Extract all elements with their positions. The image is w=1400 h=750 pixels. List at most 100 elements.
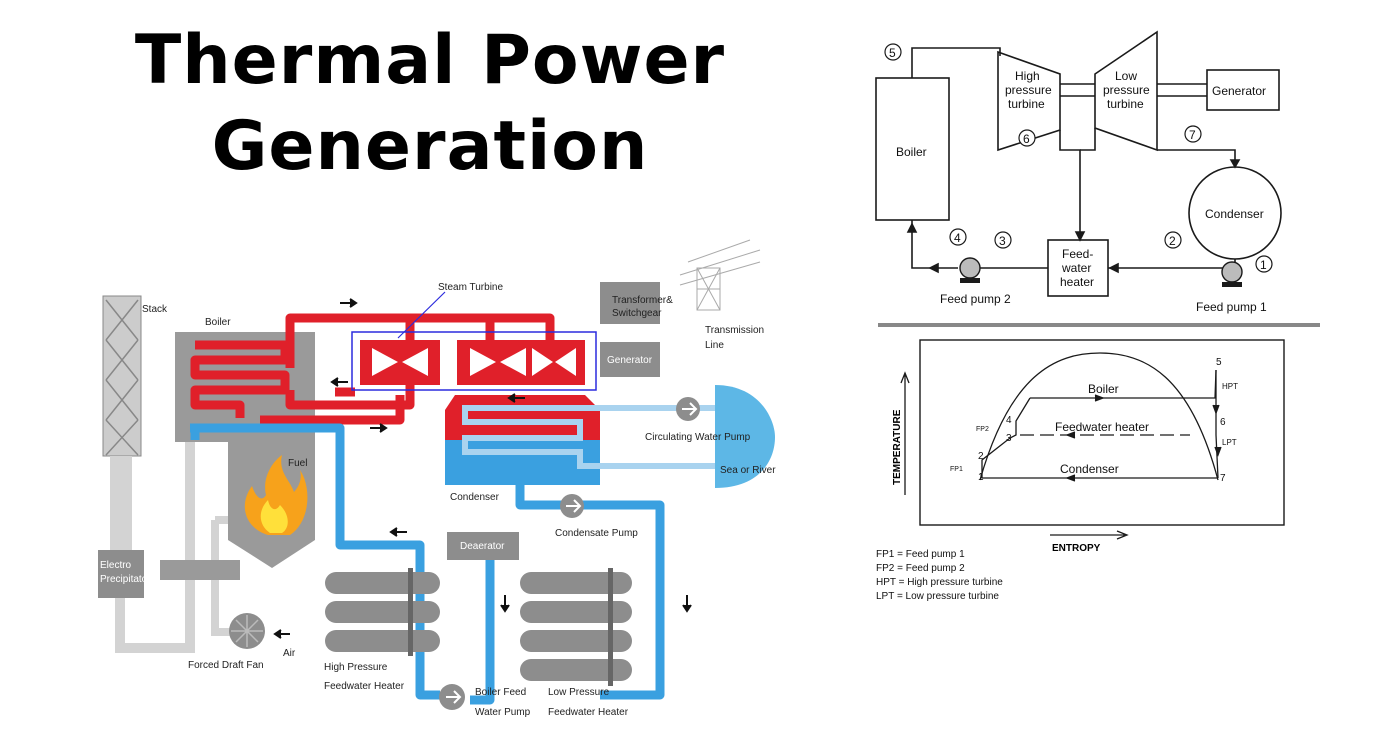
cycle-fp2-label: Feed pump 2 [940,292,1011,306]
state-5: 5 [889,46,896,60]
water-lines [190,423,665,705]
flame-icon [244,455,308,535]
ts-condenser-label: Condenser [1060,462,1119,476]
hp-feedwater-heater [325,568,440,656]
ts-diagram: TEMPERATURE ENTROPY Boiler Feedwater hea… [876,339,1285,602]
label-lp-heater-1: Low Pressure [548,687,610,698]
section-divider [878,323,1320,327]
pump-path [981,397,1031,478]
label-air: Air [283,648,296,659]
state-7: 7 [1189,128,1196,142]
cycle-fwh-3: heater [1060,275,1094,289]
ts-p1: 1 [978,472,984,483]
steam-turbine [360,340,585,385]
ts-p7: 7 [1220,473,1226,484]
legend-lpt: LPT = Low pressure turbine [876,591,999,602]
state-4: 4 [954,231,961,245]
label-sea-river: Sea or River [720,465,776,476]
legend-hpt: HPT = High pressure turbine [876,577,1003,588]
label-electro-1: Electro [100,560,132,571]
label-condensate-pump: Condensate Pump [555,528,638,539]
cycle-lpt-3: turbine [1107,97,1144,111]
label-transformer-2: Switchgear [612,308,662,319]
ts-x-axis-label: ENTROPY [1052,543,1101,554]
state-2: 2 [1169,234,1176,248]
ts-p4: 4 [1006,415,1012,426]
flame-core [260,500,288,533]
ts-p3: 3 [1006,433,1012,444]
label-condenser: Condenser [450,492,500,503]
label-electro-2: Precipitator [100,574,151,585]
label-steam-turbine: Steam Turbine [438,282,503,293]
label-hp-heater-2: Feedwater Heater [324,681,405,692]
condenser-coils [462,405,720,469]
cycle-generator [1206,69,1280,111]
transmission-tower [679,239,761,311]
fan-blades [231,615,263,647]
ts-fp1: FP1 [950,466,963,473]
feed-pump-2-icon [959,257,981,279]
turbine-highlight-box [351,331,597,391]
electro-precipitator [98,550,144,598]
page-title: Thermal Power Generation [60,18,800,190]
label-circulating-pump: Circulating Water Pump [645,432,751,443]
cycle-boiler [875,77,950,221]
state-markers [884,43,1273,273]
cycle-fp1-label: Feed pump 1 [1196,300,1267,314]
transformer-box [600,282,660,324]
label-generator: Generator [607,355,653,366]
state-6: 6 [1023,132,1030,146]
ts-boiler-label: Boiler [1088,382,1119,396]
ts-p6: 6 [1220,417,1226,428]
saturation-dome [979,352,1219,481]
cycle-fwh-1: Feed- [1062,247,1093,261]
cycle-fwh-2: water [1061,261,1091,275]
condenser-top [445,395,600,440]
label-stack: Stack [142,304,168,315]
label-lp-heater-2: Feedwater Heater [548,707,629,718]
stack-base [110,456,132,556]
label-bfp-1: Boiler Feed [475,687,526,698]
cycle-condenser-label: Condenser [1205,207,1264,221]
label-boiler: Boiler [205,317,231,328]
ts-y-axis-label: TEMPERATURE [892,409,903,485]
flow-arrows [273,298,692,639]
ts-frame [919,339,1285,526]
cycle-schematic: 5 6 7 4 3 2 1 Boiler High pressure turbi… [875,30,1282,314]
cycle-lpt-1: Low [1115,69,1137,83]
lp-feedwater-heater [520,568,632,686]
cycle-hpt-1: High [1015,69,1040,83]
flue-duct [115,440,195,653]
legend-fp1: FP1 = Feed pump 1 [876,549,965,560]
cycle-lpt-2: pressure [1103,83,1150,97]
ts-lpt: LPT [1222,438,1237,447]
label-deaerator: Deaerator [460,541,505,552]
label-hp-heater-1: High Pressure [324,662,388,673]
label-bfp-2: Water Pump [475,707,531,718]
legend-fp2: FP2 = Feed pump 2 [876,563,965,574]
cycle-hpt-3: turbine [1008,97,1045,111]
steam-turbine-leader [397,291,446,339]
label-transmission-1: Transmission [705,325,764,336]
ts-hpt: HPT [1222,382,1238,391]
title-line-2: Generation [211,107,649,186]
ts-fwh-label: Feedwater heater [1055,420,1149,434]
y-axis-arrow [900,371,910,495]
ts-p2: 2 [978,451,984,462]
stack-lattice [105,299,139,456]
precipitator-duct [160,560,240,580]
sea-or-river [715,385,775,488]
title-line-1: Thermal Power [134,21,726,100]
cycle-generator-label: Generator [1212,84,1266,98]
generator-box [600,342,660,377]
plant-diagram: Stack Boiler Steam Turbine Transformer& … [98,239,776,718]
label-fuel: Fuel [288,458,307,469]
cycle-boiler-label: Boiler [896,145,927,159]
ts-p5: 5 [1216,357,1222,368]
turbine-path [1215,370,1219,479]
label-transmission-2: Line [705,340,724,351]
ts-fp2: FP2 [976,426,989,433]
state-1: 1 [1260,258,1267,272]
label-fd-fan: Forced Draft Fan [188,660,264,671]
state-3: 3 [999,234,1006,248]
